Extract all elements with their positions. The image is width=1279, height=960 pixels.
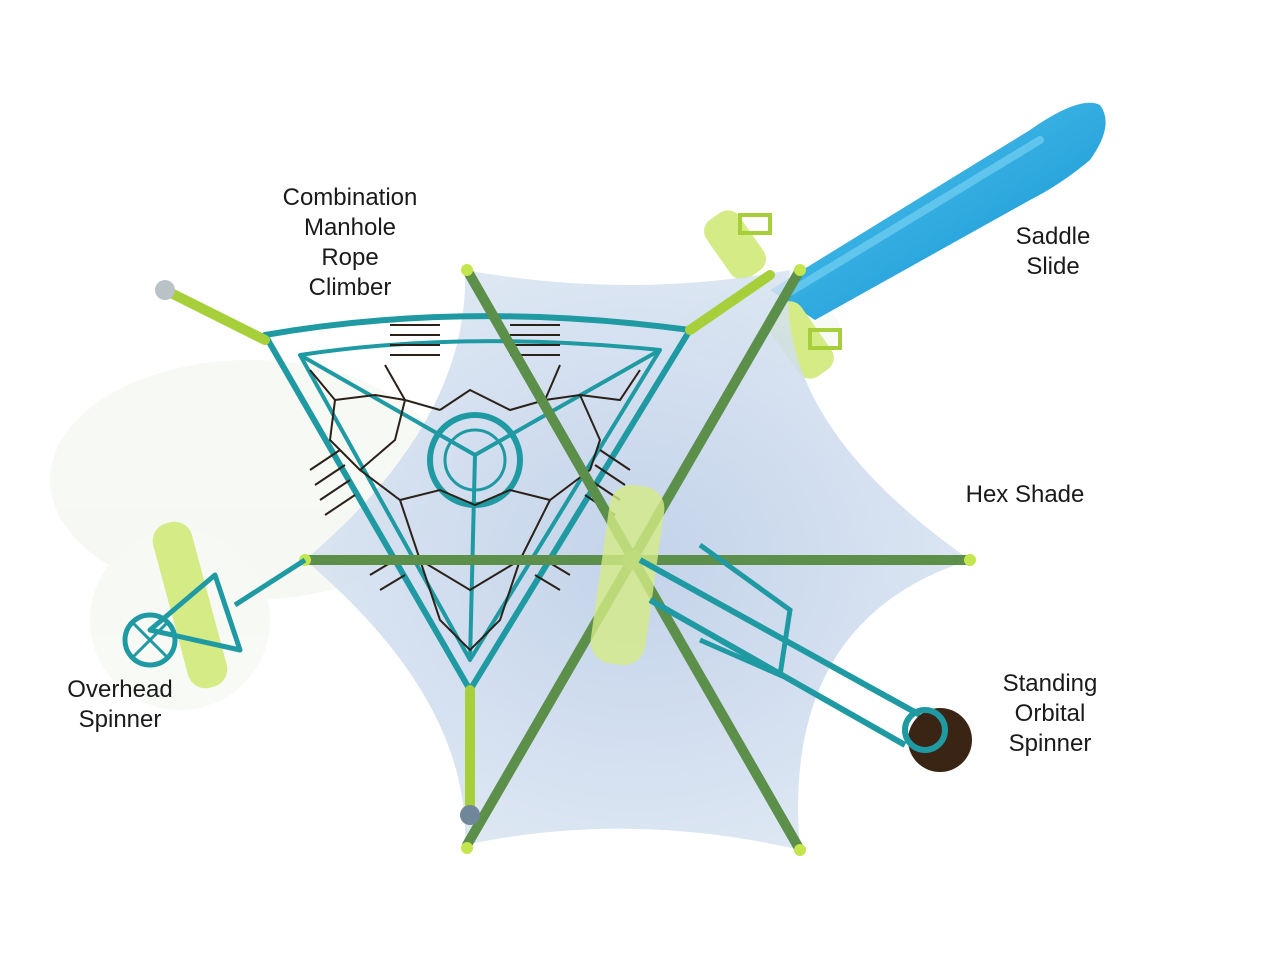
lime-support-posts [160, 270, 775, 820]
label-overhead-spinner: Overhead Spinner [40, 675, 200, 735]
label-line: Hex Shade [965, 481, 1085, 508]
post-cap [460, 805, 480, 825]
label-hex-shade: Hex Shade [945, 480, 1105, 510]
label-line: Climber [308, 274, 392, 301]
post-cap [155, 280, 175, 300]
label-line: Manhole [303, 214, 397, 241]
label-line: Orbital [1014, 700, 1086, 727]
label-line: Rope [321, 244, 379, 271]
label-line: Combination [282, 184, 418, 211]
label-line: Spinner [78, 706, 162, 733]
label-combination-manhole-rope-climber: Combination Manhole Rope Climber [260, 183, 440, 303]
label-standing-orbital-spinner: Standing Orbital Spinner [975, 669, 1125, 759]
label-saddle-slide: Saddle Slide [985, 222, 1121, 282]
label-line: Standing [1002, 670, 1098, 697]
standing-orbital-spinner [590, 484, 972, 772]
rope-climber-frame [262, 313, 693, 693]
label-line: Saddle [1015, 223, 1091, 250]
label-line: Overhead [67, 676, 173, 703]
label-line: Slide [1026, 253, 1080, 280]
label-line: Spinner [1008, 730, 1092, 757]
overhead-spinner [122, 521, 307, 689]
